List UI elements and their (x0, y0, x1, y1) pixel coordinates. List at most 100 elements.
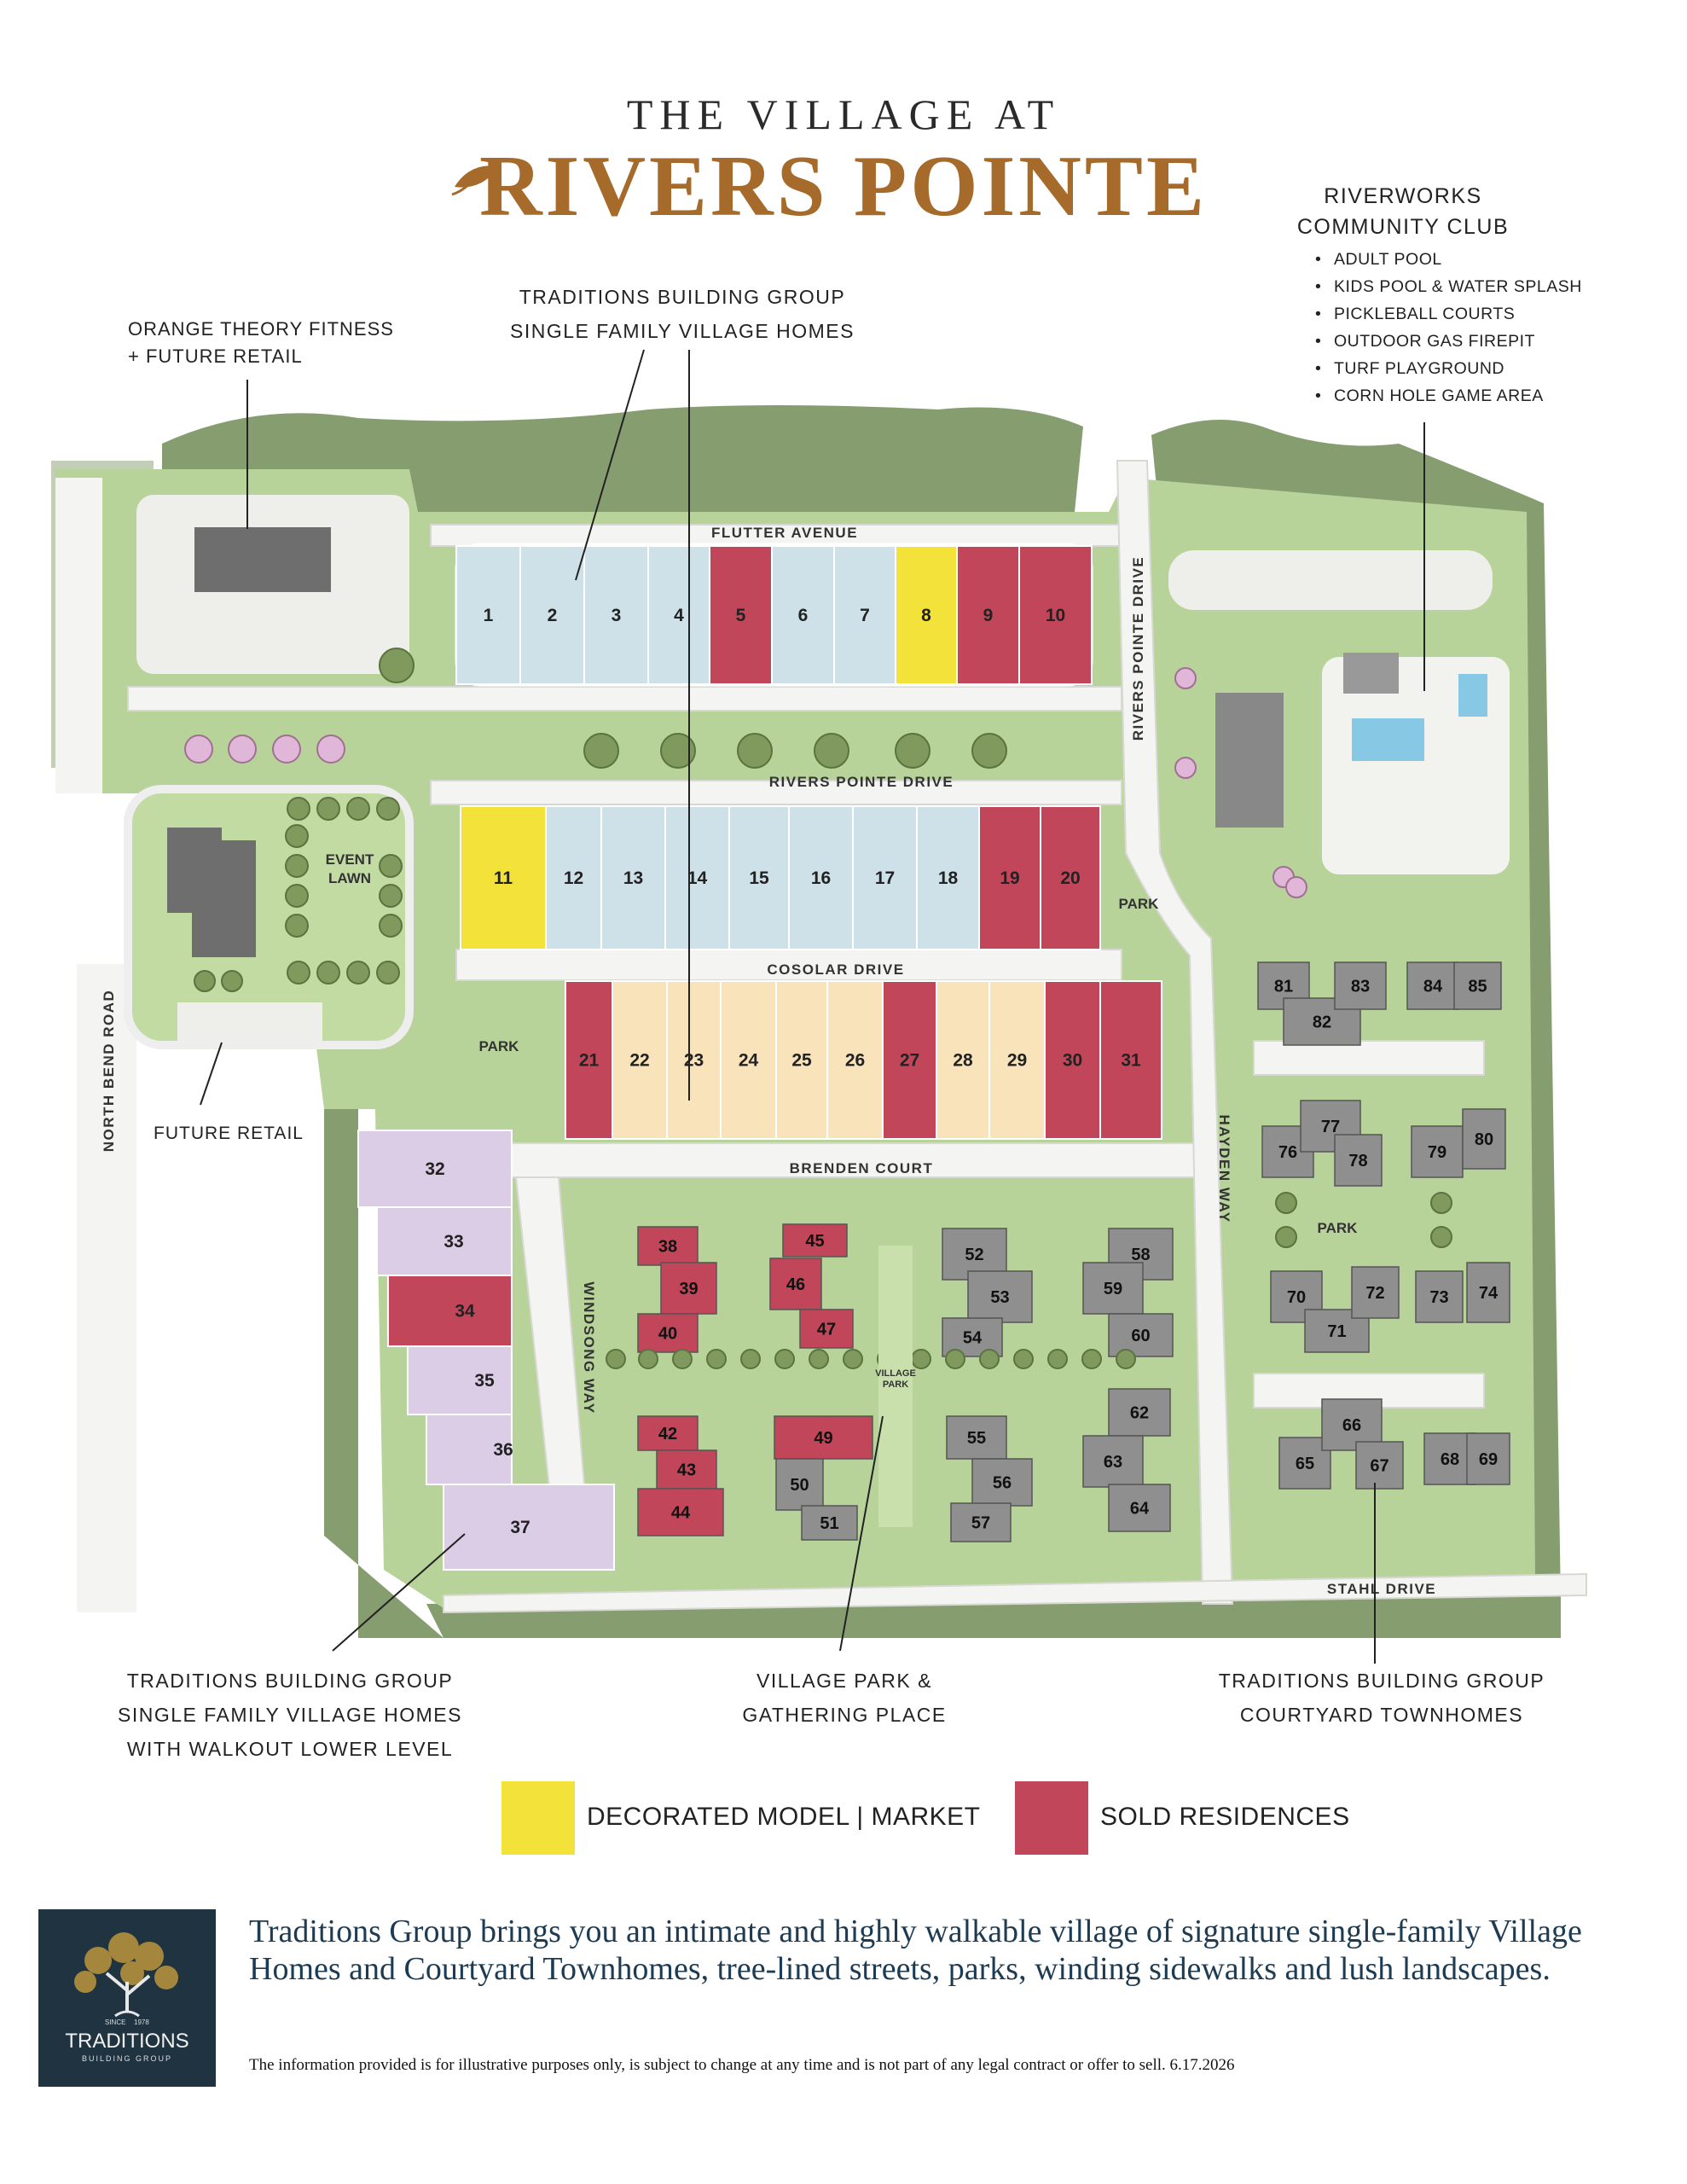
home-42[interactable] (637, 1415, 699, 1451)
lot-4[interactable] (647, 545, 710, 685)
lot-number-19: 19 (1000, 868, 1019, 888)
home-number-53: 53 (990, 1288, 1009, 1307)
lot-number-15: 15 (749, 868, 769, 888)
lot-number-35: 35 (474, 1371, 495, 1391)
lot-8[interactable] (895, 545, 958, 685)
lot-17[interactable] (852, 805, 918, 950)
lot-19[interactable] (978, 805, 1041, 950)
home-85[interactable] (1453, 961, 1502, 1010)
home-45[interactable] (782, 1223, 848, 1258)
home-number-52: 52 (965, 1246, 983, 1264)
lot-37[interactable] (443, 1484, 615, 1571)
home-44[interactable] (637, 1488, 724, 1536)
rivers-pointe-drive-v (1116, 460, 1234, 1605)
home-63[interactable] (1082, 1435, 1144, 1488)
legend-sold-label: SOLD RESIDENCES (1100, 1803, 1350, 1831)
home-39[interactable] (660, 1262, 717, 1315)
home-number-81: 81 (1274, 978, 1293, 996)
home-number-39: 39 (679, 1280, 698, 1298)
home-74[interactable] (1466, 1262, 1510, 1323)
home-50[interactable] (775, 1458, 824, 1511)
lot-23[interactable] (666, 980, 722, 1140)
lot-22[interactable] (612, 980, 668, 1140)
lot-31[interactable] (1099, 980, 1162, 1140)
home-number-77: 77 (1321, 1118, 1340, 1136)
lot-30[interactable] (1044, 980, 1101, 1140)
label-park-2: PARK (479, 1038, 520, 1054)
label-village-park-1: VILLAGE (875, 1368, 916, 1379)
lot-32[interactable] (357, 1130, 513, 1208)
home-55[interactable] (946, 1415, 1007, 1460)
home-79[interactable] (1411, 1125, 1464, 1178)
lot-29[interactable] (988, 980, 1046, 1140)
lot-10[interactable] (1018, 545, 1093, 685)
home-number-83: 83 (1351, 978, 1370, 996)
lot-2[interactable] (519, 545, 585, 685)
home-69[interactable] (1466, 1432, 1510, 1485)
home-83[interactable] (1334, 961, 1387, 1010)
lot-18[interactable] (916, 805, 980, 950)
home-51[interactable] (801, 1505, 858, 1541)
home-60[interactable] (1108, 1313, 1174, 1357)
lot-14[interactable] (664, 805, 730, 950)
lot-12[interactable] (545, 805, 602, 950)
home-number-68: 68 (1441, 1450, 1459, 1469)
pool-house (1343, 653, 1399, 694)
callout-village-park: VILLAGE PARK & GATHERING PLACE (682, 1664, 1006, 1732)
home-number-78: 78 (1348, 1152, 1367, 1170)
traditions-logo: SINCE 1978 TRADITIONS BUILDING GROUP (38, 1909, 216, 2087)
home-80[interactable] (1462, 1108, 1506, 1170)
home-57[interactable] (950, 1502, 1012, 1542)
home-40[interactable] (637, 1313, 699, 1353)
home-number-85: 85 (1468, 978, 1487, 996)
label-future-retail: FUTURE RETAIL (154, 1124, 304, 1143)
lot-33[interactable] (376, 1206, 513, 1276)
home-53[interactable] (967, 1270, 1033, 1323)
home-49[interactable] (774, 1415, 873, 1460)
home-73[interactable] (1415, 1270, 1464, 1323)
lot-6[interactable] (771, 545, 835, 685)
lot-26[interactable] (826, 980, 884, 1140)
lot-11[interactable] (460, 805, 547, 950)
street-labels: FLUTTER AVENUE RIVERS POINTE DRIVE COSOL… (101, 525, 1435, 1597)
lot-27[interactable] (882, 980, 937, 1140)
home-64[interactable] (1108, 1484, 1171, 1532)
lot-number-1: 1 (484, 606, 494, 625)
lot-5[interactable] (709, 545, 773, 685)
street-windsong: WINDSONG WAY (581, 1281, 597, 1414)
label-village-park-2: PARK (883, 1380, 908, 1390)
lot-24[interactable] (720, 980, 777, 1140)
home-62[interactable] (1108, 1388, 1171, 1437)
home-56[interactable] (971, 1458, 1033, 1507)
lot-20[interactable] (1040, 805, 1101, 950)
lot-number-11: 11 (494, 868, 513, 888)
lot-number-36: 36 (493, 1440, 513, 1460)
lot-9[interactable] (956, 545, 1020, 685)
cosolar-drive (455, 949, 1122, 981)
home-46[interactable] (769, 1258, 822, 1310)
lot-34[interactable] (387, 1275, 513, 1347)
lot-28[interactable] (936, 980, 990, 1140)
home-59[interactable] (1082, 1262, 1144, 1315)
home-84[interactable] (1406, 961, 1459, 1010)
home-number-82: 82 (1313, 1014, 1331, 1032)
lot-number-2: 2 (548, 606, 558, 625)
callout-walkout: TRADITIONS BUILDING GROUP SINGLE FAMILY … (85, 1664, 495, 1766)
callout-townhomes: TRADITIONS BUILDING GROUP COURTYARD TOWN… (1168, 1664, 1595, 1732)
disclaimer-text: The information provided is for illustra… (249, 2056, 1235, 2074)
lot-25[interactable] (775, 980, 828, 1140)
lot-number-7: 7 (860, 606, 870, 625)
home-67[interactable] (1355, 1441, 1404, 1490)
lot-21[interactable] (565, 980, 613, 1140)
lot-15[interactable] (728, 805, 790, 950)
lot-13[interactable] (600, 805, 666, 950)
lot-3[interactable] (583, 545, 649, 685)
home-78[interactable] (1334, 1134, 1383, 1187)
lot-16[interactable] (788, 805, 854, 950)
lot-number-34: 34 (455, 1302, 475, 1321)
home-38[interactable] (637, 1226, 699, 1266)
lot-35[interactable] (407, 1345, 513, 1415)
home-72[interactable] (1351, 1266, 1400, 1319)
home-47[interactable] (799, 1309, 854, 1349)
callout-orange-theory-line2: + FUTURE RETAIL (128, 346, 303, 367)
